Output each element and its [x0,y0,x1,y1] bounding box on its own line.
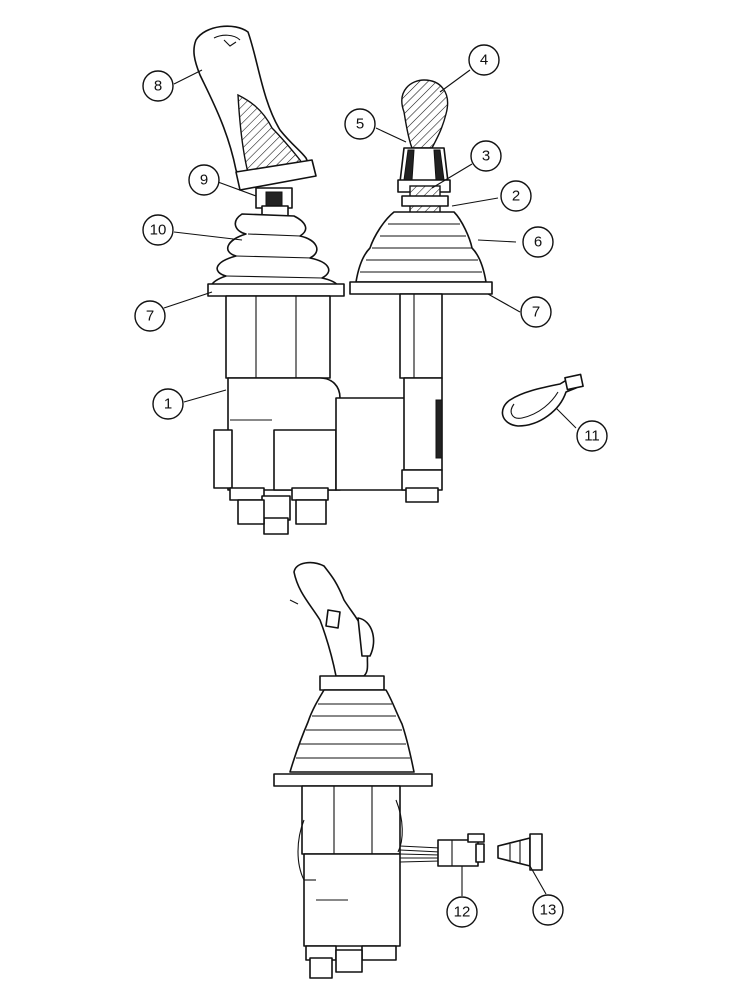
callout-12: 12 [446,896,478,928]
cable-tie [501,373,584,427]
callout-1-label: 1 [164,396,172,413]
left-joystick-handle [193,25,317,191]
callout-12-label: 12 [454,904,471,921]
right-stem-collar [397,147,451,221]
callout-5: 5 [344,108,376,140]
callout-13-label: 13 [540,902,557,919]
callout-6-label: 6 [534,234,542,251]
right-ball-knob [401,79,449,149]
callout-3-label: 3 [482,148,490,165]
callout-8: 8 [142,70,174,102]
callout-3: 3 [470,140,502,172]
left-joystick-assembly [193,25,407,535]
callout-4-label: 4 [480,52,488,69]
right-mounting-plate [349,281,493,295]
callout-10-label: 10 [150,222,167,239]
callout-2-label: 2 [512,188,520,205]
lower-rubber-boot [289,689,415,773]
lower-joystick-assembly [273,561,485,979]
leader-lines [163,69,577,896]
callout-8-label: 8 [154,78,162,95]
callout-1: 1 [152,388,184,420]
callout-13: 13 [532,894,564,926]
harness-connector [437,833,485,867]
left-rubber-boot [209,213,340,295]
lower-mounting-plate [273,773,433,787]
callout-9: 9 [188,164,220,196]
left-mounting-plate [207,283,345,297]
callout-4: 4 [468,44,500,76]
callout-6: 6 [522,226,554,258]
callout-5-label: 5 [356,116,364,133]
callout-7-left: 7 [134,300,166,332]
right-joystick-assembly [349,79,493,503]
right-valve-body [399,293,443,503]
lower-joystick-handle [289,561,385,691]
callout-7-right-label: 7 [532,304,540,321]
wire-harness [399,845,441,863]
left-bottom-fittings [229,487,329,535]
callout-9-label: 9 [200,172,208,189]
callout-11: 11 [576,420,608,452]
callout-2: 2 [500,180,532,212]
callout-7-left-label: 7 [146,308,154,325]
connector-cap [497,833,543,871]
callout-11-label: 11 [584,428,600,445]
callout-7-right: 7 [520,296,552,328]
right-rubber-boot [355,211,487,283]
lower-valve-body [297,785,403,947]
left-valve-upper-body [225,295,331,379]
callout-10: 10 [142,214,174,246]
left-stem-nut [255,187,293,217]
lower-bottom-fittings [305,945,397,979]
left-valve-lower-body [213,377,407,491]
